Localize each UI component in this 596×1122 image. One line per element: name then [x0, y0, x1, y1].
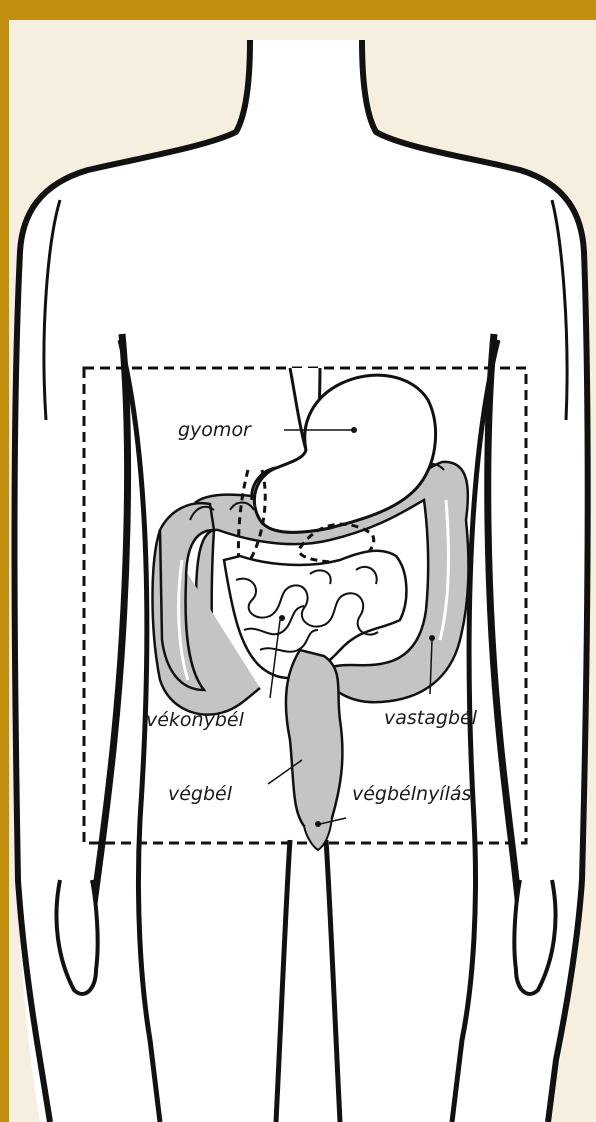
label-gyomor: gyomor — [178, 419, 252, 441]
label-vastagbel: vastagbél — [384, 707, 478, 729]
label-vegbelnyilas: végbélnyílás — [352, 783, 472, 805]
label-vekonybel: vékonybél — [146, 709, 245, 731]
rectum — [286, 650, 343, 829]
label-vegbel: végbél — [168, 783, 233, 805]
